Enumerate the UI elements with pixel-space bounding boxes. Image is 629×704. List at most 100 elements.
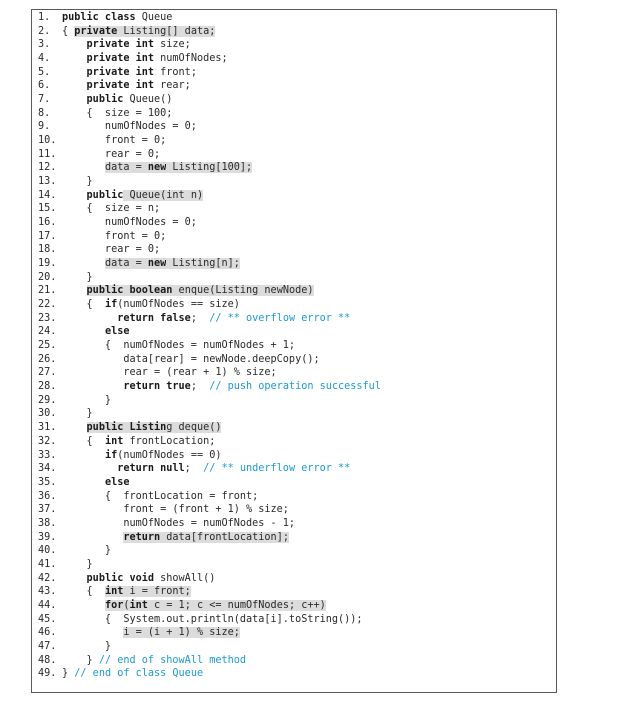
comment-token: // ** overflow error ** bbox=[209, 312, 351, 324]
code-token: { numOfNodes = numOfNodes + 1; bbox=[62, 340, 296, 352]
line-number: 14. bbox=[38, 189, 57, 201]
keyword-token: int bbox=[104, 435, 124, 447]
line-number: 9. bbox=[38, 121, 51, 133]
line-code: } bbox=[62, 407, 93, 421]
code-token: g deque() bbox=[166, 422, 222, 434]
line-code: front = 0; bbox=[62, 230, 166, 244]
keyword-token: for bbox=[104, 599, 124, 611]
line-number: 12. bbox=[38, 162, 57, 174]
line-number: 28. bbox=[38, 381, 57, 393]
line-number: 25. bbox=[38, 340, 57, 352]
line-number: 16. bbox=[38, 217, 57, 229]
code-token: front = (front + 1) % size; bbox=[62, 504, 289, 516]
code-token: numOfNodes = 0; bbox=[62, 217, 197, 229]
line-number: 24. bbox=[38, 326, 57, 338]
line-code: } bbox=[62, 544, 111, 558]
code-token: numOfNodes = numOfNodes - 1; bbox=[62, 517, 296, 529]
comment-token: // end of class Queue bbox=[74, 668, 204, 680]
code-token bbox=[62, 285, 87, 296]
line-code: public boolean enque(Listing newNode) bbox=[62, 284, 314, 298]
keyword-token: private bbox=[74, 25, 118, 37]
line-code: public Queue(int n) bbox=[62, 189, 204, 203]
line-number: 32. bbox=[38, 435, 57, 447]
code-frame bbox=[31, 9, 557, 693]
line-number: 47. bbox=[38, 640, 57, 652]
line-code: } bbox=[62, 558, 93, 572]
code-token: { size = n; bbox=[62, 203, 161, 215]
line-code: else bbox=[62, 476, 130, 490]
line-code: i = (i + 1) % size; bbox=[62, 626, 240, 640]
code-token: { bbox=[62, 25, 75, 37]
code-token: ; bbox=[184, 463, 204, 475]
code-token: { frontLocation = front; bbox=[62, 490, 259, 502]
keyword-token: return null bbox=[117, 463, 185, 475]
line-number: 33. bbox=[38, 449, 57, 461]
line-number: 48. bbox=[38, 654, 57, 666]
code-token: rear = 0; bbox=[62, 244, 161, 256]
line-number: 23. bbox=[38, 312, 57, 324]
line-code: private int front; bbox=[62, 66, 197, 80]
code-token bbox=[62, 162, 105, 173]
keyword-token: public Listin bbox=[86, 422, 167, 434]
line-code: data = new Listing[100]; bbox=[62, 161, 253, 175]
code-token: numOfNodes; bbox=[154, 53, 228, 65]
line-number: 4. bbox=[38, 53, 51, 65]
keyword-token: return true bbox=[123, 381, 191, 393]
line-number: 6. bbox=[38, 80, 51, 92]
code-token: i = (i + 1) % size; bbox=[123, 627, 240, 639]
line-number: 15. bbox=[38, 203, 57, 215]
code-token: Listing[n]; bbox=[166, 258, 240, 270]
line-number: 2. bbox=[38, 25, 51, 37]
keyword-token: public class bbox=[62, 12, 136, 23]
code-token: { bbox=[62, 586, 105, 598]
line-code: { size = n; bbox=[62, 202, 161, 216]
keyword-token: new bbox=[147, 258, 167, 270]
code-token: c = 1; c <= numOfNodes; c++) bbox=[147, 599, 326, 611]
comment-token: // push operation successful bbox=[209, 381, 381, 393]
line-code: { System.out.println(data[i].toString())… bbox=[62, 613, 363, 627]
code-token: enque(Listing newNode) bbox=[172, 285, 314, 297]
code-token: } bbox=[62, 558, 93, 570]
line-code: } // end of class Queue bbox=[62, 667, 203, 681]
line-number: 3. bbox=[38, 39, 51, 51]
code-token: data = bbox=[104, 258, 148, 270]
code-token: Queue bbox=[135, 12, 173, 23]
code-token: numOfNodes = 0; bbox=[62, 121, 197, 133]
line-code: data[rear] = newNode.deepCopy(); bbox=[62, 353, 319, 367]
code-token: front; bbox=[154, 66, 197, 78]
code-token bbox=[62, 258, 105, 269]
line-number: 17. bbox=[38, 230, 57, 242]
line-number: 34. bbox=[38, 463, 57, 475]
keyword-token: int bbox=[129, 599, 148, 611]
line-code: return data[frontLocation]; bbox=[62, 531, 289, 545]
code-token bbox=[62, 627, 123, 638]
line-code: } // end of showAll method bbox=[62, 654, 246, 668]
code-token bbox=[62, 532, 123, 543]
line-number: 5. bbox=[38, 66, 51, 78]
line-code: public Queue() bbox=[62, 93, 173, 107]
line-number: 30. bbox=[38, 408, 57, 420]
line-code: { int i = front; bbox=[62, 585, 191, 599]
comment-token: // end of showAll method bbox=[98, 654, 247, 666]
line-code: rear = 0; bbox=[62, 148, 160, 162]
line-code: rear = 0; bbox=[62, 243, 160, 257]
keyword-token: if bbox=[104, 449, 118, 461]
code-token bbox=[62, 39, 87, 50]
line-code: { private Listing[] data; bbox=[62, 25, 216, 39]
line-code: private int numOfNodes; bbox=[62, 52, 228, 66]
line-code: { size = 100; bbox=[62, 107, 173, 121]
code-token: { bbox=[62, 299, 105, 311]
code-token bbox=[62, 381, 123, 392]
code-token bbox=[62, 600, 105, 611]
keyword-token: return false bbox=[117, 312, 191, 324]
code-token bbox=[62, 326, 105, 337]
line-number: 10. bbox=[38, 135, 57, 147]
keyword-token: private int bbox=[86, 39, 155, 51]
code-token: } bbox=[62, 176, 93, 188]
line-number: 37. bbox=[38, 504, 57, 516]
line-code: if(numOfNodes == 0) bbox=[62, 449, 222, 463]
code-token: data[frontLocation]; bbox=[160, 531, 289, 543]
line-number: 20. bbox=[38, 271, 57, 283]
keyword-token: if bbox=[104, 299, 118, 311]
keyword-token: private int bbox=[86, 53, 155, 65]
